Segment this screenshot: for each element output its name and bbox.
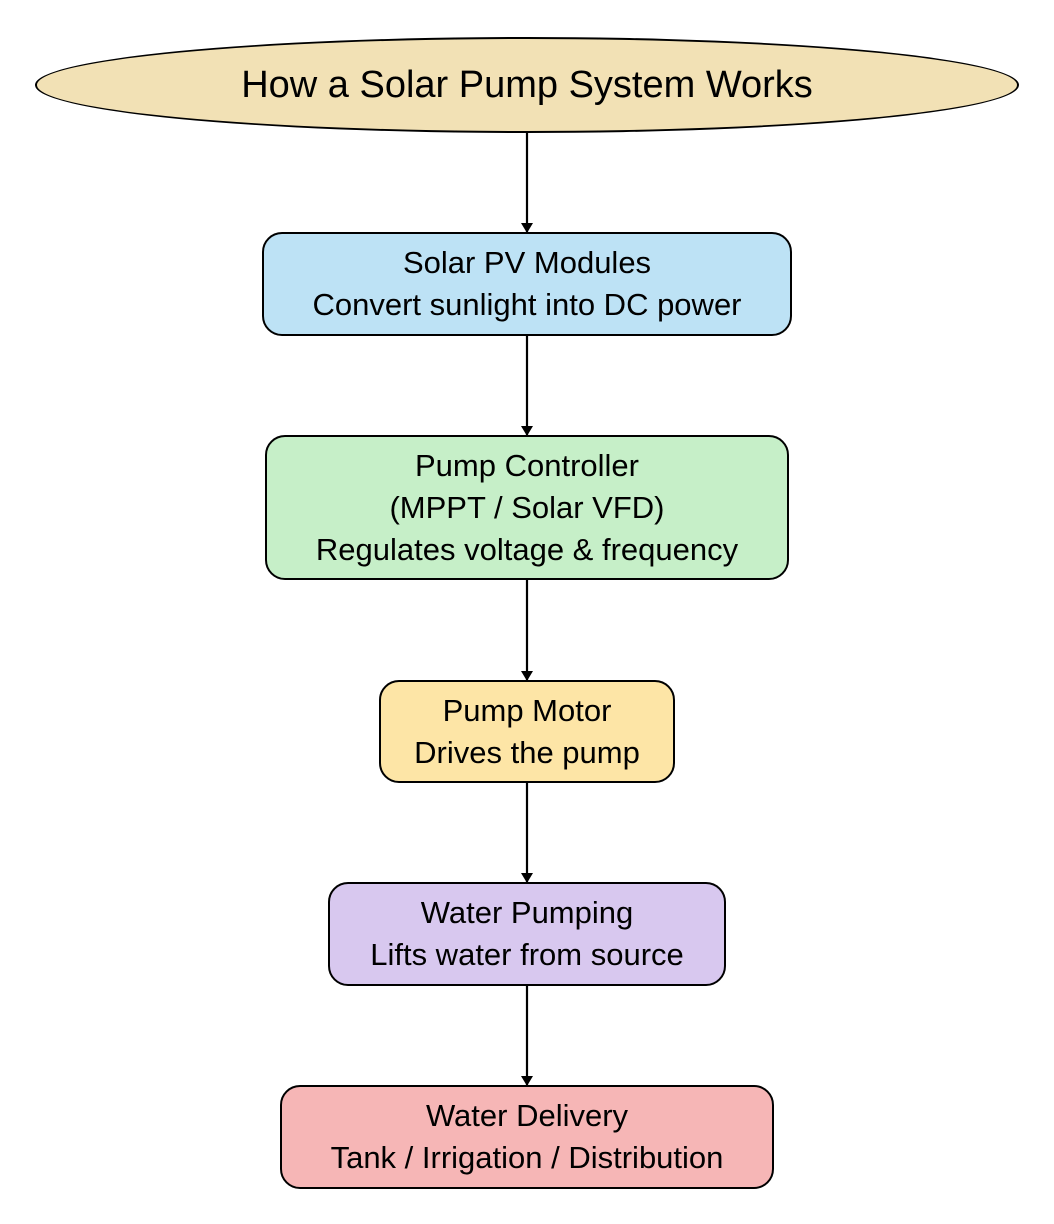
node-title: Pump Controller bbox=[415, 447, 639, 483]
node-description: Regulates voltage & frequency bbox=[315, 531, 739, 567]
node-description: Drives the pump bbox=[414, 734, 640, 770]
diagram-title: How a Solar Pump System Works bbox=[241, 63, 813, 106]
node-title: Pump Motor bbox=[442, 692, 612, 728]
node-title: Water Delivery bbox=[425, 1098, 629, 1133]
node-description: Tank / Irrigation / Distribution bbox=[330, 1140, 724, 1175]
node-subtitle: (MPPT / Solar VFD) bbox=[389, 489, 665, 525]
node-title: Solar PV Modules bbox=[402, 245, 652, 280]
node-water-delivery: Water Delivery Tank / Irrigation / Distr… bbox=[280, 1085, 774, 1189]
node-water-pumping: Water Pumping Lifts water from source bbox=[328, 882, 726, 986]
node-pump-controller: Pump Controller (MPPT / Solar VFD) Regul… bbox=[265, 435, 789, 580]
node-description: Lifts water from source bbox=[370, 937, 684, 972]
node-solar-pv-modules: Solar PV Modules Convert sunlight into D… bbox=[262, 232, 792, 336]
node-title: Water Pumping bbox=[420, 895, 634, 930]
node-description: Convert sunlight into DC power bbox=[312, 287, 742, 322]
title-node: How a Solar Pump System Works bbox=[35, 37, 1019, 133]
node-pump-motor: Pump Motor Drives the pump bbox=[379, 680, 675, 783]
